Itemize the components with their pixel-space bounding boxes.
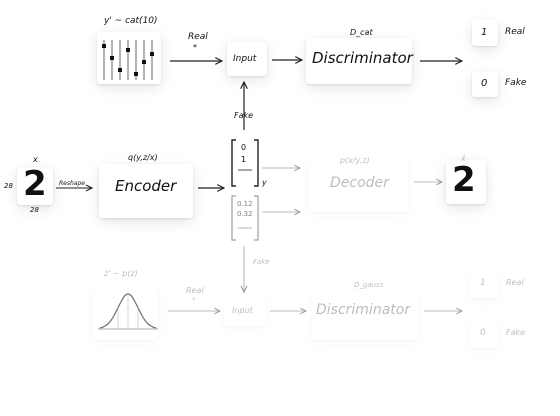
bottom-disc-label: Discriminator bbox=[316, 302, 411, 318]
gaussian-prior-card bbox=[92, 282, 158, 340]
fake-label: Fake bbox=[234, 111, 254, 120]
top-input-label: Input bbox=[233, 54, 257, 64]
bottom-out-zero: 0 bbox=[480, 328, 486, 338]
reshape-label: Reshape bbox=[59, 180, 85, 187]
z-value-0: 0.12 bbox=[237, 200, 253, 208]
gaussian-curve-icon bbox=[98, 292, 158, 330]
top-out-zero: 0 bbox=[481, 78, 488, 89]
y-value-0: 0 bbox=[241, 143, 247, 152]
bottom-out-one-label: Real bbox=[506, 278, 524, 287]
bottom-fake-label: Fake bbox=[253, 258, 270, 266]
input-image-card bbox=[17, 167, 53, 205]
input-dim-height: 28 bbox=[30, 206, 39, 214]
output-image-card bbox=[446, 160, 486, 204]
top-out-zero-label: Fake bbox=[505, 78, 527, 88]
top-discriminator-card[interactable] bbox=[306, 38, 412, 84]
bottom-discriminator-card[interactable] bbox=[312, 290, 418, 340]
bottom-fake-output-card bbox=[470, 320, 498, 348]
top-fake-output-card bbox=[472, 71, 498, 97]
bottom-input-card bbox=[224, 296, 266, 326]
y-vector-bracket bbox=[231, 139, 259, 187]
encoder-sub-label: q(y,z/x) bbox=[128, 153, 158, 162]
y-vector-label: y bbox=[262, 178, 267, 187]
bottom-input-label: Input bbox=[232, 306, 253, 315]
top-disc-label: Discriminator bbox=[312, 49, 413, 67]
one-hot-samples-icon bbox=[102, 40, 154, 80]
bottom-disc-sub: D_gauss bbox=[354, 281, 384, 289]
z-value-1: 0.32 bbox=[237, 210, 253, 218]
output-x-label: x̂ bbox=[461, 154, 466, 163]
top-out-one: 1 bbox=[481, 27, 488, 38]
top-real-asterisk: * bbox=[193, 43, 197, 52]
decoder-label: Decoder bbox=[330, 175, 389, 191]
encoder-card[interactable] bbox=[99, 164, 193, 218]
bottom-real-asterisk: * bbox=[192, 296, 196, 304]
top-real-output-card bbox=[472, 20, 498, 46]
bottom-out-one: 1 bbox=[480, 278, 486, 288]
decoder-card[interactable] bbox=[308, 156, 408, 212]
top-input-card bbox=[227, 42, 267, 76]
top-disc-sub: D_cat bbox=[350, 28, 373, 37]
categorical-prior-card bbox=[97, 32, 161, 84]
bottom-out-zero-label: Fake bbox=[506, 328, 526, 337]
input-digit-image: 2 bbox=[23, 164, 47, 204]
y-value-1: 1 bbox=[241, 155, 247, 164]
output-digit-image: 2 bbox=[452, 160, 476, 200]
encoder-label: Encoder bbox=[115, 177, 177, 195]
categorical-prior-label: y' ~ cat(10) bbox=[104, 16, 158, 26]
bottom-real-output-card bbox=[470, 270, 498, 298]
input-x-label: x bbox=[33, 155, 38, 164]
bottom-real-label: Real bbox=[186, 286, 204, 295]
top-real-label: Real bbox=[188, 32, 208, 42]
z-vector-bracket bbox=[231, 195, 259, 241]
decoder-sub-label: p(x/y,z) bbox=[340, 156, 370, 165]
gaussian-prior-label: z' ~ p(z) bbox=[104, 269, 138, 278]
top-out-one-label: Real bbox=[505, 27, 525, 37]
input-dim-width: 28 bbox=[4, 182, 13, 190]
